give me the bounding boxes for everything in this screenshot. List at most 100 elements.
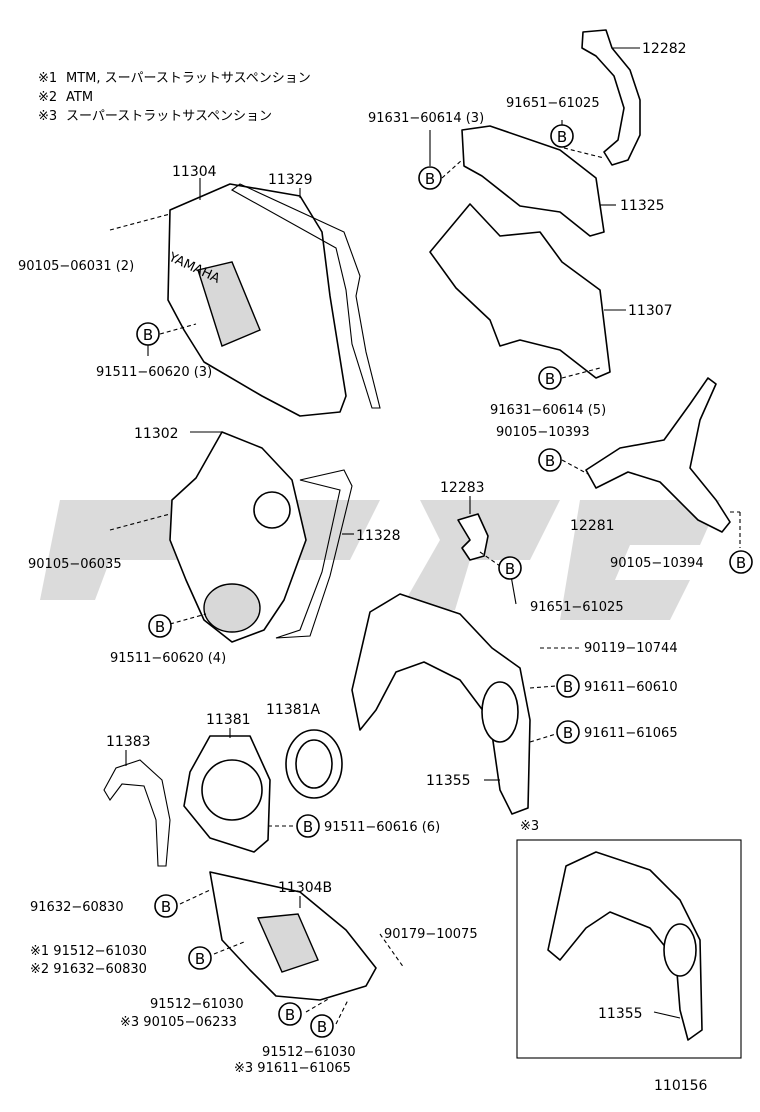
callout-b-10-text: B: [563, 724, 573, 742]
callout-b-6: [498, 556, 522, 580]
note-2-text: ATM: [66, 90, 93, 105]
label-91512-61030-a: ※1 91512−61030: [30, 944, 147, 959]
label-12282: 12282: [642, 41, 687, 57]
label-90105-06233: ※3 90105−06233: [120, 1015, 237, 1030]
label-11328: 11328: [356, 528, 401, 544]
part-12281-bracket: [585, 377, 731, 533]
callout-b-8-text: B: [155, 618, 165, 636]
note-3-mark: ※3: [38, 109, 57, 124]
label-90105-10394: 90105−10394: [610, 556, 704, 571]
callout-b-14-text: B: [285, 1006, 295, 1024]
label-91651-61025-top: 91651−61025: [506, 96, 600, 111]
callout-b-7-text: B: [736, 554, 746, 572]
part-11381A-seal-inner: [295, 739, 333, 789]
label-91632-60830-b: ※2 91632−60830: [30, 962, 147, 977]
diagram-number: 110156: [654, 1078, 708, 1094]
label-11381A: 11381A: [266, 702, 321, 718]
label-90179-10075: 90179−10075: [384, 927, 478, 942]
label-90105-06031: 90105−06031 (2): [18, 259, 134, 274]
note-3-text: スーパーストラットサスペンション: [66, 109, 272, 124]
part-11355-inset-opening: [663, 923, 697, 977]
label-11355-inset: 11355: [598, 1006, 643, 1022]
label-11329: 11329: [268, 172, 313, 188]
callout-b-3: [136, 322, 160, 346]
callout-b-9: [556, 674, 580, 698]
label-11304: 11304: [172, 164, 217, 180]
part-11355-opening: [481, 681, 519, 743]
label-91631-60614-5: 91631−60614 (5): [490, 403, 606, 418]
label-11307: 11307: [628, 303, 673, 319]
label-90105-10393: 90105−10393: [496, 425, 590, 440]
label-91632-60830-a: 91632−60830: [30, 900, 124, 915]
label-91611-61065: 91611−61065: [584, 726, 678, 741]
part-11383-gasket: [103, 759, 171, 867]
part-11355-inset-plate: [547, 851, 703, 1041]
part-11381-bore: [201, 759, 263, 821]
notes-block: ※1 MTM, スーパーストラットサスペンション ※2 ATM ※3 スーパース…: [38, 71, 311, 124]
label-90105-06035: 90105−06035: [28, 557, 122, 572]
part-11302-seal-ring: [203, 583, 261, 633]
part-11325-plate: [461, 125, 605, 237]
label-91651-61025-mid: 91651−61025: [530, 600, 624, 615]
callout-b-1-text: B: [557, 128, 567, 146]
callout-b-13: [188, 946, 212, 970]
part-11355-plate: [351, 593, 531, 815]
callout-b-14: [278, 1002, 302, 1026]
label-91611-60610: 91611−60610: [584, 680, 678, 695]
label-91611-61065-b: ※3 91611−61065: [234, 1061, 351, 1076]
part-12283-bracket: [457, 513, 489, 561]
callout-b-4-text: B: [545, 370, 555, 388]
label-11325: 11325: [620, 198, 665, 214]
label-90119-10744: 90119−10744: [584, 641, 678, 656]
label-11355: 11355: [426, 773, 471, 789]
callout-b-15-text: B: [317, 1018, 327, 1036]
callout-b-5: [538, 448, 562, 472]
callout-b-9-text: B: [563, 678, 573, 696]
inset-mark: ※3: [520, 819, 539, 834]
part-labels: 12282 91651−61025 91631−60614 (3) 11325 …: [18, 41, 708, 1094]
label-91631-60614-3: 91631−60614 (3): [368, 111, 484, 126]
callout-b-11-text: B: [303, 818, 313, 836]
label-12281: 12281: [570, 518, 615, 534]
label-91511-60620-4: 91511−60620 (4): [110, 651, 226, 666]
leader-lines: [109, 47, 741, 1025]
label-91512-61030-b: 91512−61030: [150, 997, 244, 1012]
label-91512-61030-c: 91512−61030: [262, 1045, 356, 1060]
part-11329-gasket: [230, 183, 381, 409]
callout-b-markers: B B B B B B B B B B B B B B B: [136, 124, 753, 1038]
callout-b-7: [729, 550, 753, 574]
label-11381: 11381: [206, 712, 251, 728]
callout-b-6-text: B: [505, 560, 515, 578]
callout-b-12-text: B: [161, 898, 171, 916]
part-11328-gasket: [275, 469, 353, 639]
label-11302: 11302: [134, 426, 179, 442]
label-11304B: 11304B: [278, 880, 332, 896]
part-11304B-window: [256, 913, 319, 973]
callout-b-3-text: B: [143, 326, 153, 344]
callout-b-13-text: B: [195, 950, 205, 968]
inset-frame: [516, 839, 742, 1059]
part-12282-bracket: [581, 29, 641, 166]
part-11304-cover: [167, 183, 347, 417]
part-11302-pulley-hub: [253, 491, 291, 529]
part-11307-cover: [429, 203, 611, 379]
note-1-text: MTM, スーパーストラットサスペンション: [66, 71, 311, 86]
callout-b-12: [154, 894, 178, 918]
callout-b-2: [418, 166, 442, 190]
note-2-mark: ※2: [38, 90, 57, 105]
callout-b-2-text: B: [425, 170, 435, 188]
label-12283: 12283: [440, 480, 485, 496]
callout-b-4: [538, 366, 562, 390]
label-91511-60616-6: 91511−60616 (6): [324, 820, 440, 835]
callout-b-1: [550, 124, 574, 148]
callout-b-10: [556, 720, 580, 744]
part-11304-panel: [197, 261, 261, 347]
callout-b-15: [310, 1014, 334, 1038]
callout-b-5-text: B: [545, 452, 555, 470]
note-1-mark: ※1: [38, 71, 57, 86]
callout-b-8: [148, 614, 172, 638]
callout-b-11: [296, 814, 320, 838]
label-11383: 11383: [106, 734, 151, 750]
label-91511-60620-3: 91511−60620 (3): [96, 365, 212, 380]
